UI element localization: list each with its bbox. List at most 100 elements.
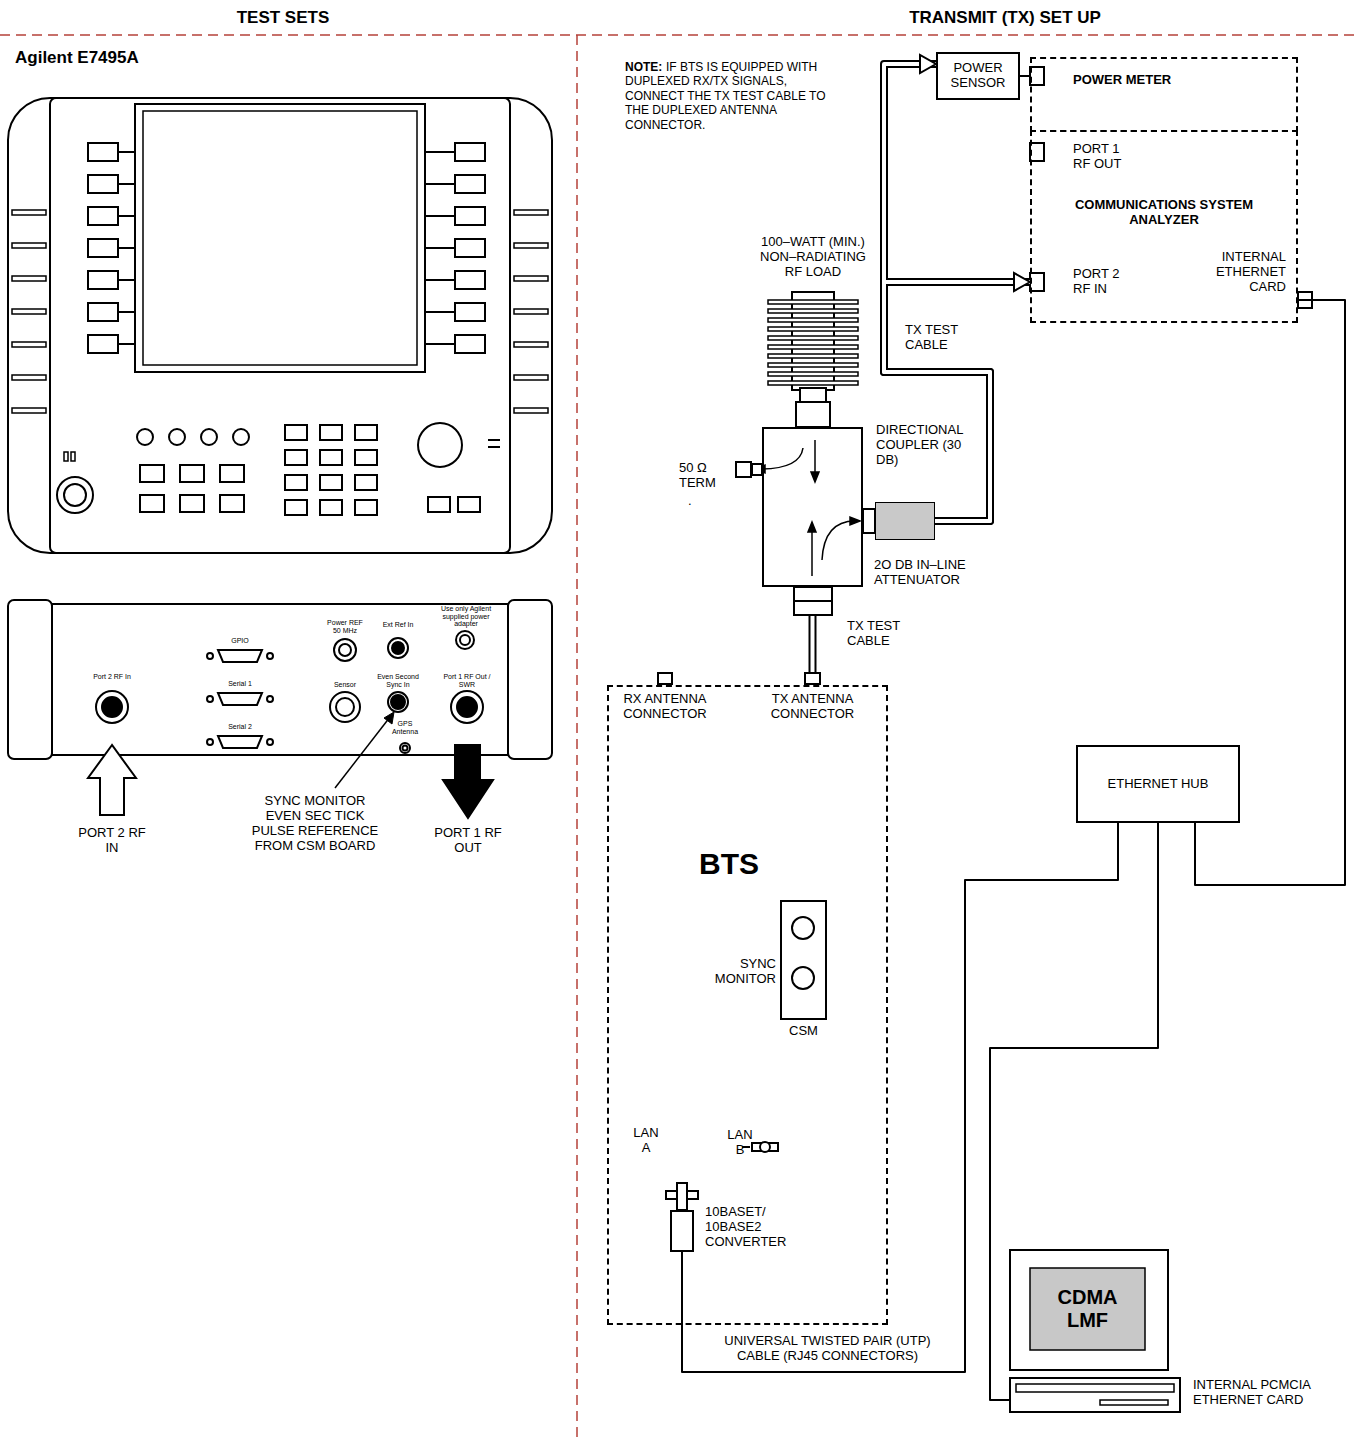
attenuator: 2O DB IN–LINE ATTENUATOR [875, 502, 935, 540]
test-set-front-panel [50, 98, 510, 553]
test-set-back-panel [52, 604, 508, 755]
rf-load-heatsink [768, 363, 858, 367]
rf-load-heatsink [768, 372, 858, 376]
label-text: Even Second Sync In [374, 673, 422, 688]
test-set-front-panel [57, 477, 93, 513]
test-set-back-panel [391, 695, 405, 709]
arrowhead [1014, 273, 1030, 291]
test-set-back-panel [207, 696, 213, 702]
laptop [1016, 1384, 1174, 1392]
test-set-front-panel [458, 497, 480, 512]
test-set-front-panel [220, 465, 244, 482]
label-text: Port 2 RF In [92, 673, 132, 681]
label-text: TEST SETS [183, 8, 383, 28]
test-set-front-panel [455, 271, 485, 289]
rf-fitting [863, 509, 875, 533]
edge-label: UNIVERSAL TWISTED PAIR (UTP) CABLE (RJ45… [708, 1333, 947, 1365]
laptop [1030, 1268, 1145, 1350]
divider-line [0, 35, 1360, 1437]
test-set-front-panel [285, 450, 307, 465]
rf-load-heatsink [768, 318, 858, 322]
test-set-front-panel [320, 475, 342, 490]
coupler-arrow [760, 448, 803, 469]
test-set-back-panel [267, 653, 273, 659]
edge-label: TX TEST CABLE [903, 322, 969, 354]
connector-line [1020, 75, 1030, 77]
antenna-connector: RX ANTENNA CONNECTOR [657, 672, 673, 685]
label-text: Port 1 RF Out / SWR [438, 673, 496, 688]
rf-fitting [794, 587, 832, 615]
connector-line [682, 823, 1118, 1372]
node-text: 100–WATT (MIN.) NON–RADIATING RF LOAD [751, 235, 875, 280]
laptop [1010, 1250, 1180, 1412]
termination: 50 Ω TERM [735, 461, 752, 478]
rf-load-heatsink [768, 292, 858, 390]
callout-arrow [335, 717, 390, 788]
test-set-front-panel [320, 450, 342, 465]
coupler-arrow [808, 522, 816, 532]
test-set-back-panel [388, 638, 408, 658]
test-set-back-panel [96, 691, 128, 723]
test-set-front-panel [12, 375, 46, 380]
test-set-front-panel [418, 423, 462, 467]
test-set-front-panel [169, 429, 185, 445]
label-text: Ext Ref In [382, 621, 414, 629]
edge-label: TX TEST CABLE [845, 618, 909, 650]
test-set-front-panel [143, 111, 417, 365]
test-set-front-panel [118, 152, 135, 344]
rf-fitting [752, 388, 875, 615]
test-set-front-panel [455, 143, 485, 161]
test-set-front-panel [285, 475, 307, 490]
test-set-front-panel [425, 152, 455, 344]
test-set-back-panel [267, 696, 273, 702]
rf-fitting [794, 600, 832, 602]
test-set-front-panel [220, 495, 244, 512]
arrowhead [920, 55, 936, 73]
test-set-front-panel [88, 143, 118, 161]
test-set-back-panel [388, 692, 408, 712]
laptop [1010, 1378, 1180, 1412]
connector-line [990, 823, 1158, 1400]
test-set-front-panel [8, 98, 552, 553]
rf-load-heatsink [768, 354, 858, 358]
test-set-front-panel [514, 276, 548, 281]
meter-port [1030, 273, 1044, 291]
test-set-back-panel [456, 631, 474, 649]
divider-line [576, 35, 578, 1437]
test-set-front-panel [285, 500, 307, 515]
test-set-front-panel [12, 408, 46, 413]
test-set-back-panel [460, 635, 470, 645]
instrument-box: PORT 1 RF OUTCOMMUNICATIONS SYSTEM ANALY… [1030, 130, 1298, 323]
test-set-front-panel [8, 98, 552, 553]
test-set-back-panel [400, 743, 410, 753]
lan-connector [666, 1142, 778, 1210]
test-set-back-panel [218, 650, 262, 662]
directional-coupler: DIRECTIONAL COUPLER (30 DB) [762, 427, 863, 587]
test-set-back-panel [218, 736, 262, 748]
test-set-front-panel [355, 500, 377, 515]
node-text: RX ANTENNA CONNECTOR [622, 692, 708, 722]
node-text: CSM [762, 1024, 845, 1039]
node-text: TX ANTENNA CONNECTOR [770, 692, 856, 722]
test-set-front-panel [514, 342, 548, 347]
test-set-front-panel [135, 104, 425, 372]
connector-outer [682, 64, 1345, 1400]
test-set-back-panel [334, 639, 356, 661]
coupler-arrow [822, 521, 855, 560]
laptop-computer: CDMA LMFINTERNAL PCMCIA ETHERNET CARD [1010, 1250, 1180, 1412]
bts-frame: BTSRX ANTENNA CONNECTORTX ANTENNA CONNEC… [607, 685, 888, 1325]
rf-load-heatsink [768, 300, 858, 385]
test-set-front-panel [137, 429, 153, 445]
rf-load-heatsink [768, 309, 858, 313]
rf-fitting [800, 388, 826, 402]
label-text: LAN A [628, 1126, 664, 1156]
label-text: PORT 2 RF IN [72, 826, 152, 856]
label-text: Power REF 50 MHz [323, 619, 367, 634]
rf-fitting [796, 402, 830, 427]
laptop [1100, 1400, 1168, 1405]
test-set-back-panel [403, 746, 408, 751]
test-set-back-panel [218, 693, 262, 705]
test-set-front-panel [455, 239, 485, 257]
lan-connector [760, 1142, 770, 1152]
